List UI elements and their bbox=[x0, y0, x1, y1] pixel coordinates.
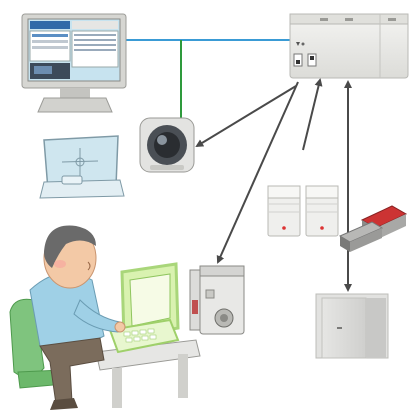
arrow-from-sensors bbox=[302, 78, 323, 151]
arrow-to-camera bbox=[195, 85, 297, 148]
pc-monitor-icon bbox=[21, 13, 127, 113]
card-reader-icon bbox=[39, 135, 125, 199]
door-icon bbox=[315, 293, 389, 359]
control-panel-icon bbox=[289, 13, 409, 79]
dome-camera-icon bbox=[139, 117, 195, 173]
electric-lock-icon bbox=[189, 265, 245, 335]
magnetic-contact-icon bbox=[338, 205, 408, 252]
motion-sensor-icon bbox=[267, 185, 339, 237]
operator-at-computer-icon bbox=[9, 225, 201, 410]
arrow-to-lock bbox=[216, 81, 299, 264]
